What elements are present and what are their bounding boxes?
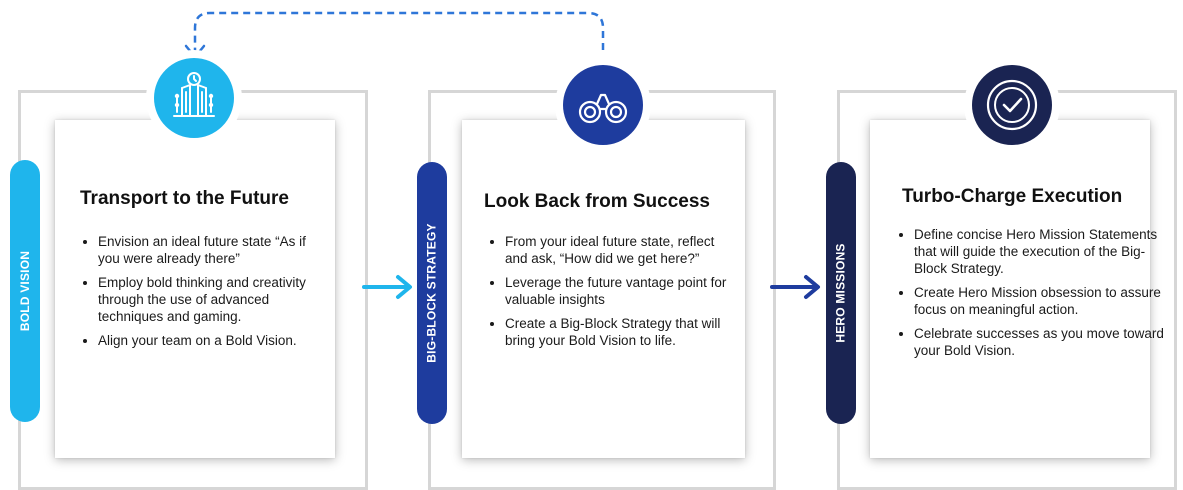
- step-3-tab-label: HERO MISSIONS: [834, 243, 848, 343]
- list-item: Define concise Hero Mission Statements t…: [914, 226, 1164, 277]
- arrow-right-navy-icon: [770, 275, 820, 299]
- list-item: Employ bold thinking and creativity thro…: [98, 274, 313, 325]
- step-2-tab: BIG-BLOCK STRATEGY: [417, 162, 447, 424]
- list-item: Create Hero Mission obsession to assure …: [914, 284, 1164, 318]
- list-item: Align your team on a Bold Vision.: [98, 332, 313, 349]
- arrow-right-light-icon: [362, 275, 412, 299]
- step-1-badge: [146, 50, 242, 146]
- checkmark-circle-icon: [986, 79, 1038, 131]
- step-1-bullet-list: Envision an ideal future state “As if yo…: [80, 233, 313, 356]
- building-clock-icon: [173, 72, 215, 117]
- step-2-tab-label: BIG-BLOCK STRATEGY: [425, 223, 439, 363]
- step-2-badge: [555, 57, 651, 153]
- step-1-tab: BOLD VISION: [10, 160, 40, 422]
- list-item: Create a Big-Block Strategy that will br…: [505, 315, 733, 349]
- step-1-card: [55, 120, 335, 458]
- step-3-title: Turbo-Charge Execution: [902, 186, 1123, 207]
- binoculars-icon: [578, 93, 628, 124]
- step-3-tab: HERO MISSIONS: [826, 162, 856, 424]
- step-2-card: [462, 120, 745, 458]
- list-item: Leverage the future vantage point for va…: [505, 274, 733, 308]
- step-3-bullet-list: Define concise Hero Mission Statements t…: [896, 226, 1164, 366]
- list-item: Envision an ideal future state “As if yo…: [98, 233, 313, 267]
- step-3-card: [870, 120, 1150, 458]
- step-3-badge: [964, 57, 1060, 153]
- step-1-title: Transport to the Future: [80, 188, 289, 209]
- step-2-title: Look Back from Success: [484, 191, 710, 212]
- list-item: From your ideal future state, reflect an…: [505, 233, 733, 267]
- step-1-tab-label: BOLD VISION: [18, 250, 32, 332]
- list-item: Celebrate successes as you move toward y…: [914, 325, 1164, 359]
- step-2-bullet-list: From your ideal future state, reflect an…: [487, 233, 733, 356]
